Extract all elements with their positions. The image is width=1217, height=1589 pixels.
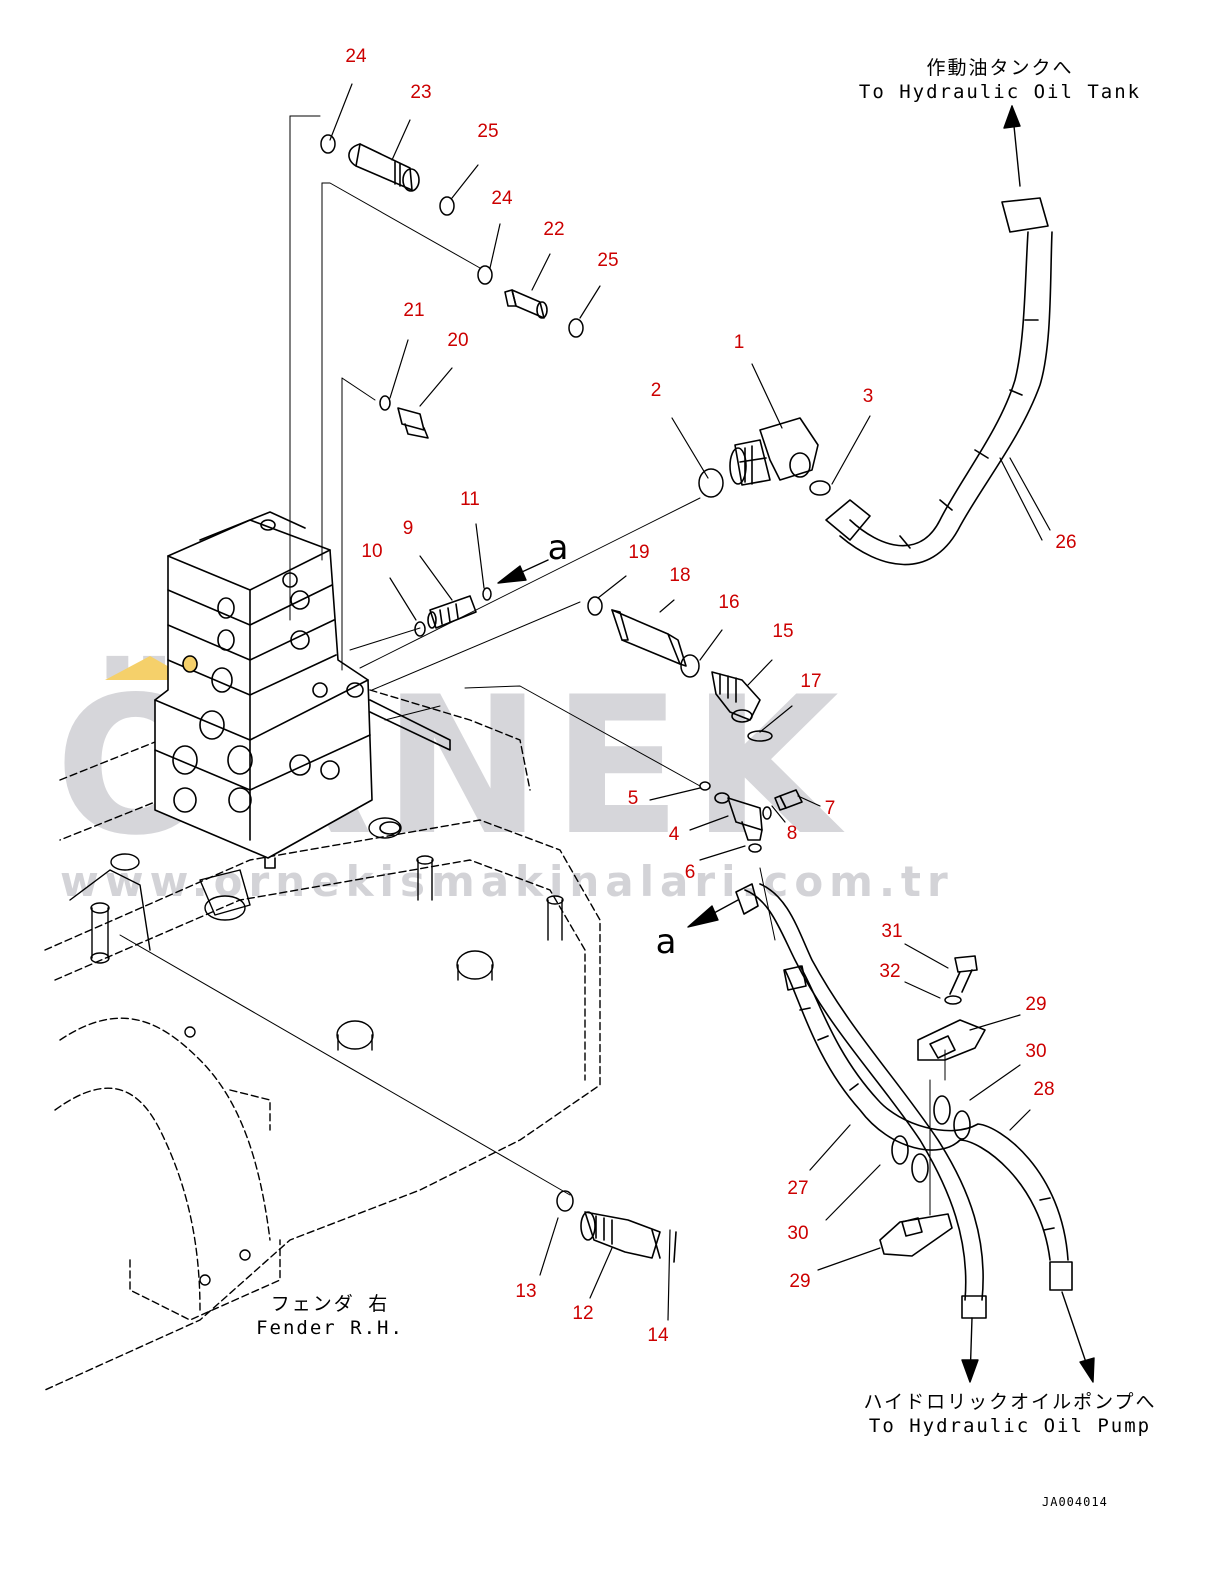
- callout-12: 12: [572, 1303, 594, 1324]
- callout-20: 20: [447, 330, 469, 351]
- frame-structure: [44, 689, 601, 1391]
- fittings: [348, 143, 1049, 1263]
- hose-26-to-tank: [839, 231, 1053, 566]
- callout-30-lower: 30: [787, 1223, 809, 1244]
- caption-pump-jp: ハイドロリックオイルポンプへ: [863, 1391, 1157, 1413]
- frame-details: [69, 817, 564, 1286]
- clamps: [879, 1019, 986, 1257]
- callout-24-upper: 24: [345, 46, 367, 67]
- callout-25-upper: 25: [477, 121, 499, 142]
- callout-1: 1: [733, 332, 745, 353]
- callout-30-upper: 30: [1025, 1041, 1047, 1062]
- callout-11: 11: [460, 489, 480, 510]
- drawing-number: JA004014: [1042, 1495, 1108, 1509]
- callout-19: 19: [628, 542, 650, 563]
- callout-29-lower: 29: [789, 1271, 811, 1292]
- callout-26: 26: [1055, 532, 1077, 553]
- callout-27: 27: [787, 1178, 809, 1199]
- callout-9: 9: [402, 518, 414, 539]
- caption-tank-en: To Hydraulic Oil Tank: [858, 81, 1142, 103]
- caption-fender-jp: フェンダ 右: [270, 1293, 390, 1315]
- alignment-lines: [119, 115, 946, 1216]
- callout-24-lower: 24: [491, 188, 513, 209]
- callout-29-upper: 29: [1025, 994, 1047, 1015]
- callout-25-lower: 25: [597, 250, 619, 271]
- callout-10: 10: [361, 541, 383, 562]
- callout-7: 7: [824, 798, 836, 819]
- caption-fender-en: Fender R.H.: [256, 1317, 404, 1339]
- callout-18: 18: [669, 565, 691, 586]
- callout-15: 15: [772, 621, 794, 642]
- callout-leaders: [329, 83, 1051, 1321]
- control-valve-block: [154, 511, 451, 869]
- caption-pump-en: To Hydraulic Oil Pump: [868, 1415, 1152, 1437]
- callout-4: 4: [668, 824, 680, 845]
- callout-13: 13: [515, 1281, 537, 1302]
- hoses-27-28-to-pump: [735, 883, 1073, 1319]
- callout-5: 5: [627, 788, 639, 809]
- view-letter-lower: a: [655, 922, 677, 962]
- view-letter-upper: a: [547, 528, 569, 568]
- callout-28: 28: [1033, 1079, 1055, 1100]
- callout-31: 31: [881, 921, 903, 942]
- callout-22: 22: [543, 219, 565, 240]
- callout-3: 3: [862, 386, 874, 407]
- callout-14: 14: [647, 1325, 669, 1346]
- direction-arrows: [497, 105, 1095, 1383]
- callout-32: 32: [879, 961, 901, 982]
- callout-6: 6: [684, 862, 696, 883]
- caption-tank-jp: 作動油タンクへ: [926, 57, 1074, 79]
- callout-16: 16: [718, 592, 740, 613]
- callout-2: 2: [650, 380, 662, 401]
- callout-8: 8: [786, 823, 798, 844]
- callout-21: 21: [403, 300, 425, 321]
- o-rings: [320, 134, 962, 1212]
- callout-17: 17: [800, 671, 822, 692]
- callout-23: 23: [410, 82, 432, 103]
